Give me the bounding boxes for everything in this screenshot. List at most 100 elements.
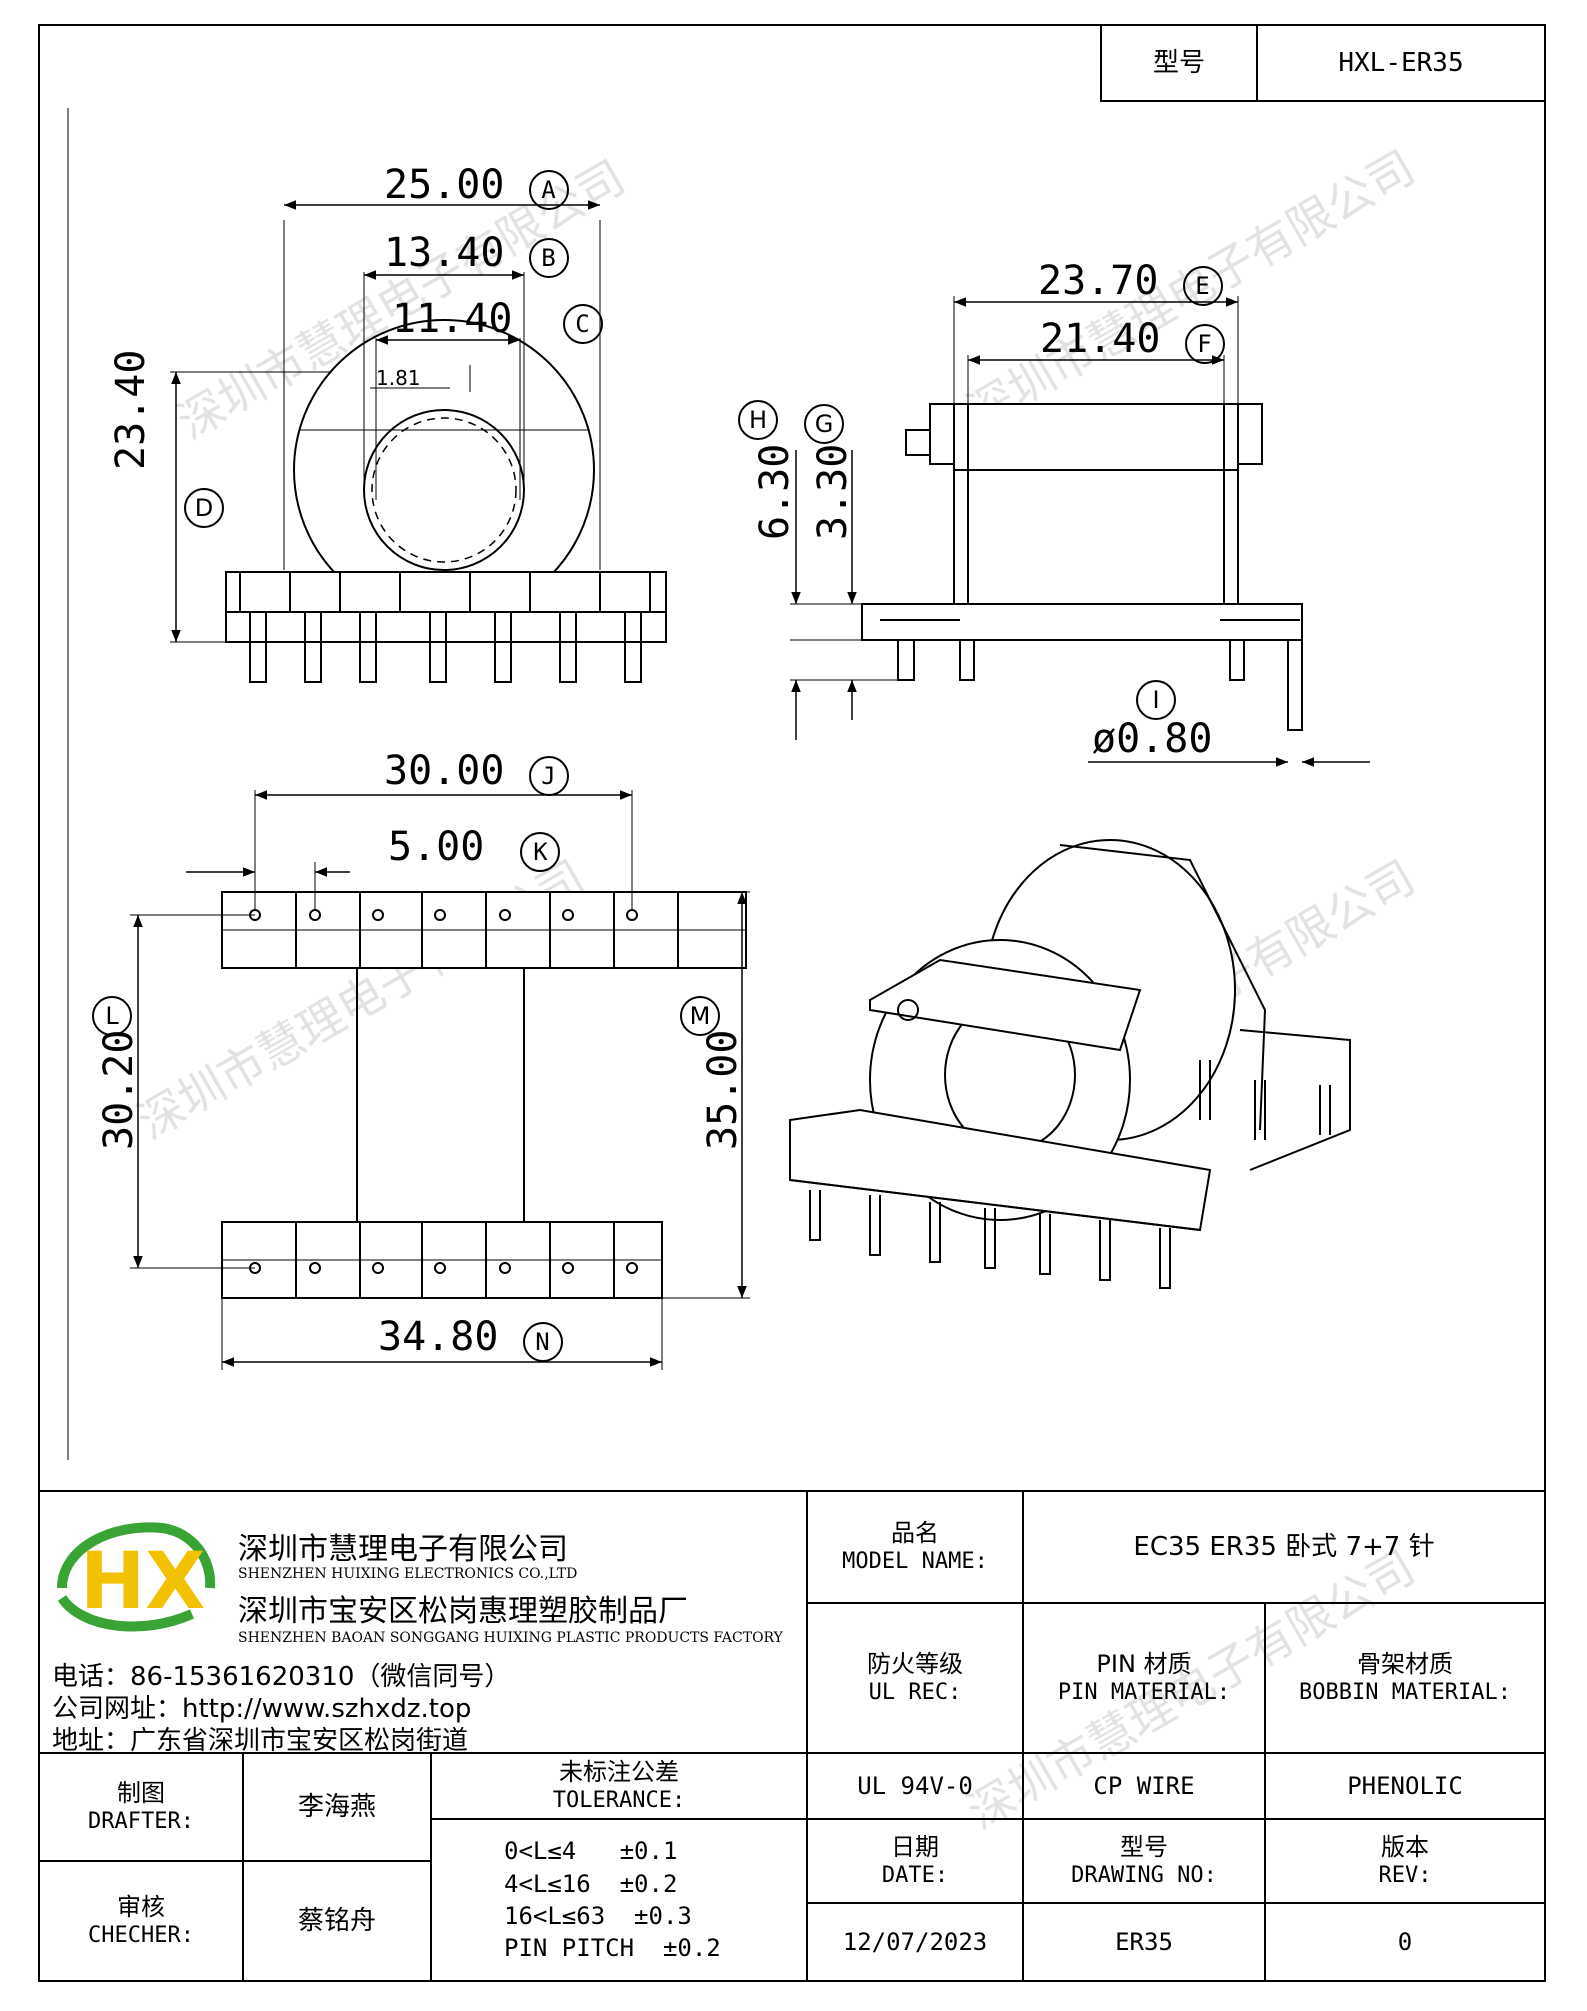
tolerance-cn: 未标注公差 <box>559 1758 679 1787</box>
dim-j-badge: J <box>528 756 569 796</box>
company-name-cn: 深圳市慧理电子有限公司 <box>238 1532 568 1567</box>
model-name-value: EC35 ER35 卧式 7+7 针 <box>1022 1490 1546 1604</box>
dim-e-badge: E <box>1182 266 1223 306</box>
pin-cn: PIN 材质 <box>1096 1650 1192 1679</box>
dim-h-value: 6.30 <box>752 443 798 540</box>
dim-g-value: 3.30 <box>810 443 856 540</box>
ul-cn: 防火等级 <box>867 1650 963 1679</box>
checker-name-text: 蔡铭舟 <box>297 1905 376 1936</box>
pin-label: PIN 材质 PIN MATERIAL: <box>1022 1602 1266 1754</box>
drafter-name-text: 李海燕 <box>297 1791 376 1822</box>
dim-a-value: 25.00 <box>384 162 505 208</box>
drawing-value: ER35 <box>1022 1902 1266 1982</box>
bobbin-label: 骨架材质 BOBBIN MATERIAL: <box>1264 1602 1546 1754</box>
dim-l: 30.20 <box>96 1030 142 1150</box>
header-model-value: HXL-ER35 <box>1256 24 1546 102</box>
rev-value: 0 <box>1264 1902 1546 1982</box>
dim-h: 6.30 <box>752 444 798 540</box>
company-name-en: SHENZHEN HUIXING ELECTRONICS CO.,LTD <box>238 1566 578 1582</box>
dim-f: 21.40 F <box>1040 316 1225 364</box>
model-name-label: 品名 MODEL NAME: <box>806 1490 1024 1604</box>
tolerance-row-4: PIN PITCH ±0.2 <box>504 1934 721 1963</box>
tolerance-list: 0<L≤4 ±0.1 4<L≤16 ±0.2 16<L≤63 ±0.3 PIN … <box>430 1818 808 1982</box>
dim-b: 13.40 B <box>384 230 569 278</box>
drawing-en: DRAWING NO: <box>1071 1863 1217 1889</box>
dim-l-value: 30.20 <box>96 1029 142 1150</box>
drawing-value-text: ER35 <box>1115 1928 1173 1956</box>
dim-n-badge: N <box>522 1322 563 1362</box>
logo-text: HX <box>80 1537 205 1627</box>
rev-label: 版本 REV: <box>1264 1818 1546 1904</box>
dim-i-badge: I <box>1136 680 1176 720</box>
dim-g-badge: G <box>804 404 844 444</box>
dim-k-badge: K <box>520 832 561 872</box>
drafter-en: DRAFTER: <box>88 1809 194 1835</box>
dim-m-badge: M <box>680 996 720 1036</box>
drafter-cn: 制图 <box>117 1779 165 1808</box>
drawing-cn: 型号 <box>1120 1833 1168 1862</box>
dim-f-value: 21.40 <box>1040 316 1161 362</box>
dim-f-badge: F <box>1184 324 1225 364</box>
dim-j: 30.00 J <box>384 748 569 796</box>
bobbin-value-text: PHENOLIC <box>1347 1772 1463 1800</box>
dim-m-value: 35.00 <box>700 1029 746 1150</box>
ul-value-text: UL 94V-0 <box>857 1772 973 1800</box>
bobbin-cn: 骨架材质 <box>1357 1650 1453 1679</box>
dim-l-badge: L <box>92 996 132 1036</box>
title-block-divider <box>38 1490 1546 1492</box>
company-website: 公司网址：http://www.szhxdz.top <box>52 1694 472 1724</box>
side-body <box>953 403 1239 605</box>
bobbin-en: BOBBIN MATERIAL: <box>1299 1680 1511 1706</box>
dim-k: 5.00 K <box>388 824 561 872</box>
checker-en: CHECHER: <box>88 1923 194 1949</box>
header-model-value-text: HXL-ER35 <box>1338 47 1464 78</box>
side-base <box>861 603 1303 641</box>
company-address: 地址：广东省深圳市宝安区松岗街道 <box>52 1726 469 1756</box>
checker-name: 蔡铭舟 <box>242 1860 432 1982</box>
dim-d-badge: D <box>184 488 224 528</box>
checker-label: 审核 CHECHER: <box>38 1860 244 1982</box>
dim-b-value: 13.40 <box>384 230 505 276</box>
company-logo: HX <box>52 1518 218 1636</box>
dim-i-value: ø0.80 <box>1092 716 1213 762</box>
factory-name-cn: 深圳市宝安区松岗惠理塑胶制品厂 <box>238 1594 688 1629</box>
date-cn: 日期 <box>891 1833 939 1862</box>
date-value-text: 12/07/2023 <box>842 1928 988 1956</box>
top-view-pin-slots <box>295 892 679 1298</box>
dim-a-badge: A <box>528 170 569 210</box>
drafter-label: 制图 DRAFTER: <box>38 1752 244 1862</box>
dim-e-value: 23.70 <box>1038 258 1159 304</box>
dim-i: ø0.80 <box>1092 716 1212 762</box>
dim-c: 11.40 C <box>392 296 603 344</box>
factory-name-en: SHENZHEN BAOAN SONGGANG HUIXING PLASTIC … <box>238 1630 783 1646</box>
dim-d-value: 23.40 <box>108 349 154 470</box>
tolerance-label: 未标注公差 TOLERANCE: <box>430 1752 808 1820</box>
front-pins <box>239 572 651 683</box>
dim-n: 34.80 N <box>378 1314 563 1362</box>
rev-cn: 版本 <box>1381 1833 1429 1862</box>
bobbin-core-circle <box>363 409 525 571</box>
tolerance-row-3: 16<L≤63 ±0.3 <box>504 1902 692 1930</box>
date-en: DATE: <box>881 1863 949 1889</box>
drawing-label: 型号 DRAWING NO: <box>1022 1818 1266 1904</box>
ul-en: UL REC: <box>868 1680 962 1706</box>
dim-j-value: 30.00 <box>384 748 505 794</box>
date-value: 12/07/2023 <box>806 1902 1024 1982</box>
header-model-label-text: 型号 <box>1152 47 1205 78</box>
dim-d: 23.40 <box>108 350 154 470</box>
ul-value: UL 94V-0 <box>806 1752 1024 1820</box>
tolerance-row-1: 0<L≤4 ±0.1 <box>504 1837 678 1866</box>
dim-n-value: 34.80 <box>378 1314 499 1360</box>
dim-e: 23.70 E <box>1038 258 1223 306</box>
pin-en: PIN MATERIAL: <box>1057 1680 1231 1706</box>
rev-value-text: 0 <box>1397 1928 1413 1956</box>
checker-cn: 审核 <box>117 1893 165 1922</box>
dim-c-value: 11.40 <box>392 296 513 342</box>
isometric-view <box>789 839 1351 1289</box>
dim-a: 25.00 A <box>384 162 569 210</box>
pin-value-text: CP WIRE <box>1093 1772 1195 1800</box>
tolerance-en: TOLERANCE: <box>552 1788 686 1814</box>
ul-label: 防火等级 UL REC: <box>806 1602 1024 1754</box>
bobbin-value: PHENOLIC <box>1264 1752 1546 1820</box>
